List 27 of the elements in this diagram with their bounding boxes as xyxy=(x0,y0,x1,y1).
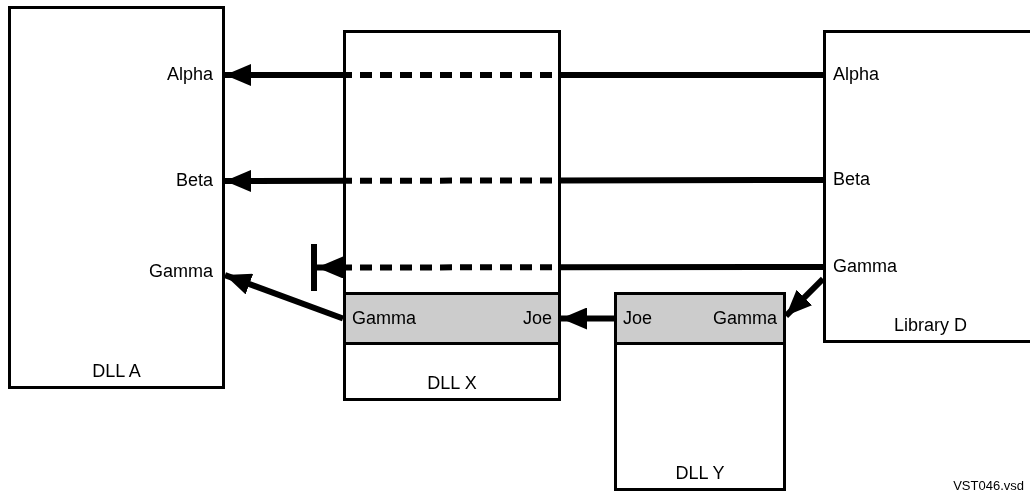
arrow xyxy=(223,272,345,322)
dll-box xyxy=(343,30,561,401)
function-label: Gamma xyxy=(149,261,213,283)
blocked-end-bar xyxy=(311,244,317,291)
function-label: Gamma xyxy=(713,307,777,330)
file-name: VST046.vsd xyxy=(953,478,1024,493)
box-title: Library D xyxy=(893,315,968,336)
import-export-band xyxy=(343,292,561,345)
arrow xyxy=(317,256,823,279)
dll-box xyxy=(823,30,1030,343)
function-label: Alpha xyxy=(833,64,880,86)
import-export-band xyxy=(614,292,786,345)
box-title: DLL Y xyxy=(674,463,726,484)
function-label: Alpha xyxy=(166,64,213,86)
dll-box xyxy=(8,6,225,389)
arrow xyxy=(225,169,823,192)
dll-box xyxy=(614,292,786,491)
box-title: DLL X xyxy=(426,373,478,394)
box-title: DLL A xyxy=(91,361,142,382)
function-label: Beta xyxy=(175,170,213,192)
function-label: Joe xyxy=(522,307,552,330)
arrow xyxy=(561,307,614,330)
function-label: Beta xyxy=(833,169,871,191)
function-label: Gamma xyxy=(352,307,416,330)
arrow xyxy=(225,64,823,86)
function-label: Joe xyxy=(623,307,653,330)
function-label: Gamma xyxy=(833,256,897,278)
